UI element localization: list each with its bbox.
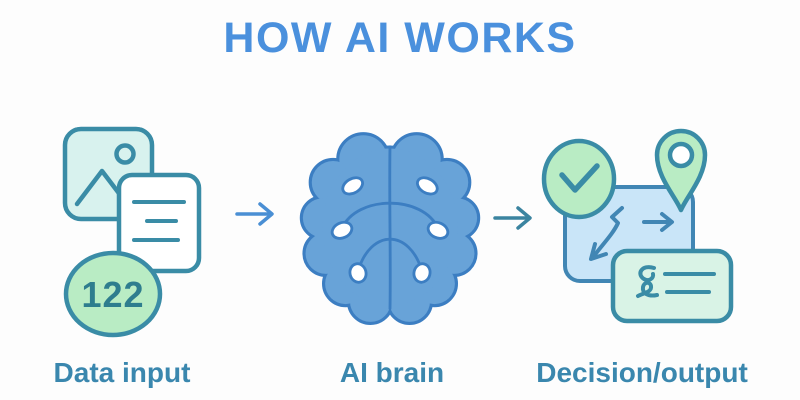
page-title: HOW AI WORKS xyxy=(223,14,577,62)
arrow-right-icon xyxy=(493,206,532,230)
document-icon xyxy=(116,172,202,274)
badge-value: 122 xyxy=(81,274,144,315)
checkmark-circle-icon xyxy=(541,138,617,220)
stage-label-data-input: Data input xyxy=(53,357,191,388)
route-arrow-icon xyxy=(589,206,624,261)
right-arrow-icon xyxy=(642,212,674,232)
arrow-right-icon xyxy=(235,202,274,226)
stage-label-ai-brain: AI brain xyxy=(339,357,445,388)
note-card-icon xyxy=(610,248,734,324)
location-pin-icon xyxy=(654,128,708,213)
brain-icon xyxy=(294,118,486,332)
stage-label-decision-output: Decision/output xyxy=(536,357,748,388)
count-badge-icon: 122 xyxy=(63,250,163,338)
